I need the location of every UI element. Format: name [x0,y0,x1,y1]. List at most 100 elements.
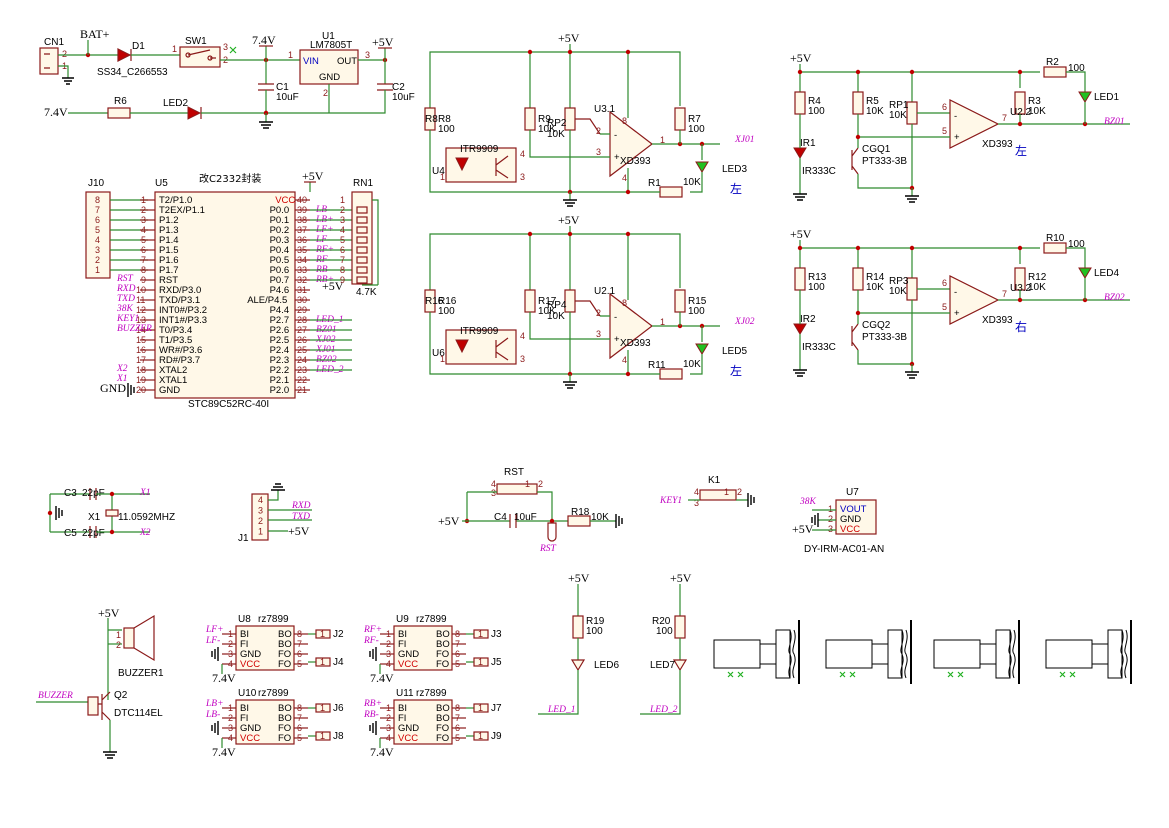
u5-pin-number: 11 [136,295,145,305]
opamp-model: XD393 [982,139,1013,150]
sensor-pin1: 1 [440,172,445,182]
u5-pin-name: P1.5 [159,245,179,256]
u5-pin-name: P4.6 [270,285,290,296]
pot-label: RP1 [889,100,909,111]
u5-pin-name: VCC [275,195,295,206]
u5-net-label: TXD [117,294,135,304]
conn-label: J4 [333,657,344,668]
r-b-value: 10K [538,306,556,317]
ra-label: R8 [425,114,438,125]
u5-pin-name: P2.1 [270,375,290,386]
u5-pin-name: P2.6 [270,325,290,336]
c5-label: C5 [64,528,77,539]
conn-label: J8 [333,731,344,742]
pot-value: 10K [547,311,565,322]
u5-pin-name: P0.6 [270,265,290,276]
xj-net: XJ01 [734,135,755,145]
u5-pin-name: XTAL1 [159,375,187,386]
r1-label: R13 [808,272,827,283]
u5-pin-number: 30 [297,295,307,305]
power-section: CN1 2 1 BAT+ D1 SS34_C266553 SW1 1 3 2 7… [39,27,415,129]
driver-v74: 7.4V [212,671,236,685]
v5-label-p31: +5V [322,279,344,293]
r-c-value: 100 [688,306,705,317]
ir-value: IR333C [802,342,836,353]
u1-gnd: GND [319,72,340,83]
buzzer-p1: 1 [116,630,121,640]
u5-pin-name: P2.7 [270,315,290,326]
r4-label: R10 [1046,233,1065,244]
u5-pin-number: 4 [141,225,146,235]
r-b-label: R17 [538,296,557,307]
driver-part: rz7899 [258,614,289,625]
v5-label: +5V [558,213,580,227]
driver-in2: RF- [363,636,379,646]
connector-j10 [85,191,111,279]
ir-receiver-section: U7 VOUT GND VCC 1 2 3 38K +5V DY-IRM-AC0… [792,487,884,555]
led-label: LED6 [594,660,619,671]
v5-label-j1: +5V [288,524,310,538]
u5-pin-number: 7 [141,255,146,265]
rst-net: RST [539,544,557,554]
u5-pin-name: T1/P3.5 [159,335,192,346]
q-value: PT333-3B [862,332,907,343]
connector-j1 [251,493,269,541]
driver-pin-name: VCC [240,659,260,670]
u5-pin-number: 15 [136,335,146,345]
u5-pin-number: 32 [297,275,307,285]
driver-pin-name: FI [398,639,406,650]
driver-pin-name: BO [278,639,292,650]
u5-net-label: 38K [116,304,134,314]
r1-label: R4 [808,96,821,107]
r1-value: 100 [808,282,825,293]
conn-pin: 1 [478,629,483,639]
u5-net-label: BUZZER [117,324,152,334]
u5-pin-name: INT0#/P3.2 [159,305,207,316]
led2-label: LED2 [163,98,188,109]
opamp-minus: - [954,287,957,298]
u1-out: OUT [337,56,357,67]
rn1-pin: 9 [340,275,345,285]
u5-pin-number: 39 [297,205,307,215]
u5-pin-number: 13 [136,315,146,325]
r-c-label: R7 [688,114,701,125]
u5-pin-number: 1 [141,195,146,205]
u7-p3: 3 [828,524,833,534]
rn1-pin: 7 [340,255,345,265]
opamp-minus: - [614,312,617,323]
u1-value: LM7805T [310,40,352,51]
u5-pin-number: 8 [141,265,146,275]
r-b-value: 10K [538,124,556,135]
c2-label: C2 [392,82,405,93]
u5-pin-number: 20 [136,385,146,395]
opamp-minus: - [614,130,617,141]
j10-pin: 3 [95,245,100,255]
q-label: CGQ2 [862,320,891,331]
rn1-pin: 1 [340,195,345,205]
r-value: 100 [586,626,603,637]
u5-pin-name: RD#/P3.7 [159,355,200,366]
r3-value: 10K [1028,106,1046,117]
r-a-label: R16 [438,296,457,307]
u5-pin-name: P2.2 [270,365,290,376]
u5-pin-name: ALE/P4.5 [247,295,287,306]
sensor-pin1: 1 [440,354,445,364]
driver-pin-name: FO [436,733,449,744]
driver-part: rz7899 [416,614,447,625]
driver-pin-name: GND [398,649,419,660]
sensor-ic-label: U4 [432,166,445,177]
opamp-plus: + [954,132,960,143]
cn1-pin2: 2 [62,49,67,59]
v5-label: +5V [670,571,692,585]
rf-label: R1 [648,178,661,189]
led-label: LED4 [1094,268,1119,279]
r-value: 100 [656,626,673,637]
v5-label: +5V [558,31,580,45]
u5-pin-name: P0.0 [270,205,290,216]
pot-label: RP3 [889,276,909,287]
